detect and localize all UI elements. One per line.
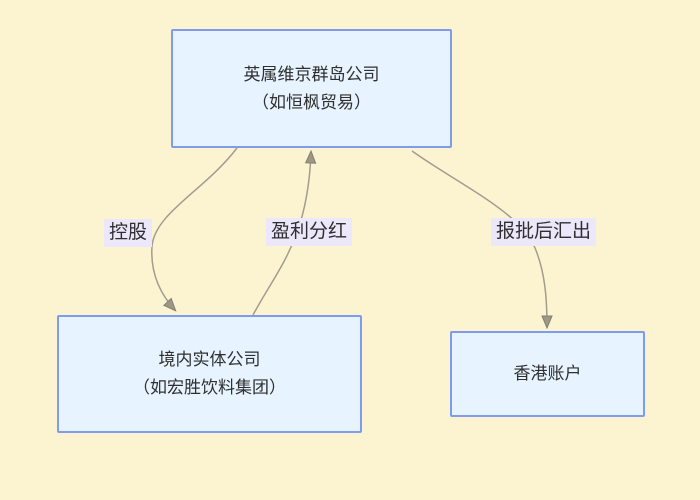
node-domestic-entity-name: 境内实体公司 bbox=[158, 350, 261, 369]
node-bvi-company-name: 英属维京群岛公司 bbox=[243, 64, 380, 84]
edge-label-dividend: 盈利分红 bbox=[266, 218, 353, 246]
node-bvi-company: 英属维京群岛公司 （如恒枫贸易） bbox=[171, 29, 452, 148]
edge-label-remit: 报批后汇出 bbox=[491, 218, 597, 246]
edge-holding-arrow bbox=[151, 147, 238, 312]
node-hongkong-account-name: 香港账户 bbox=[513, 364, 582, 383]
edge-label-holding: 控股 bbox=[104, 219, 153, 247]
node-domestic-entity: 境内实体公司 （如宏胜饮料集团） bbox=[57, 315, 362, 433]
edge-dividend-arrow bbox=[252, 149, 317, 316]
node-bvi-company-example: （如恒枫贸易） bbox=[252, 92, 371, 112]
node-domestic-entity-example: （如宏胜饮料集团） bbox=[133, 378, 286, 397]
node-hongkong-account: 香港账户 bbox=[450, 331, 645, 417]
